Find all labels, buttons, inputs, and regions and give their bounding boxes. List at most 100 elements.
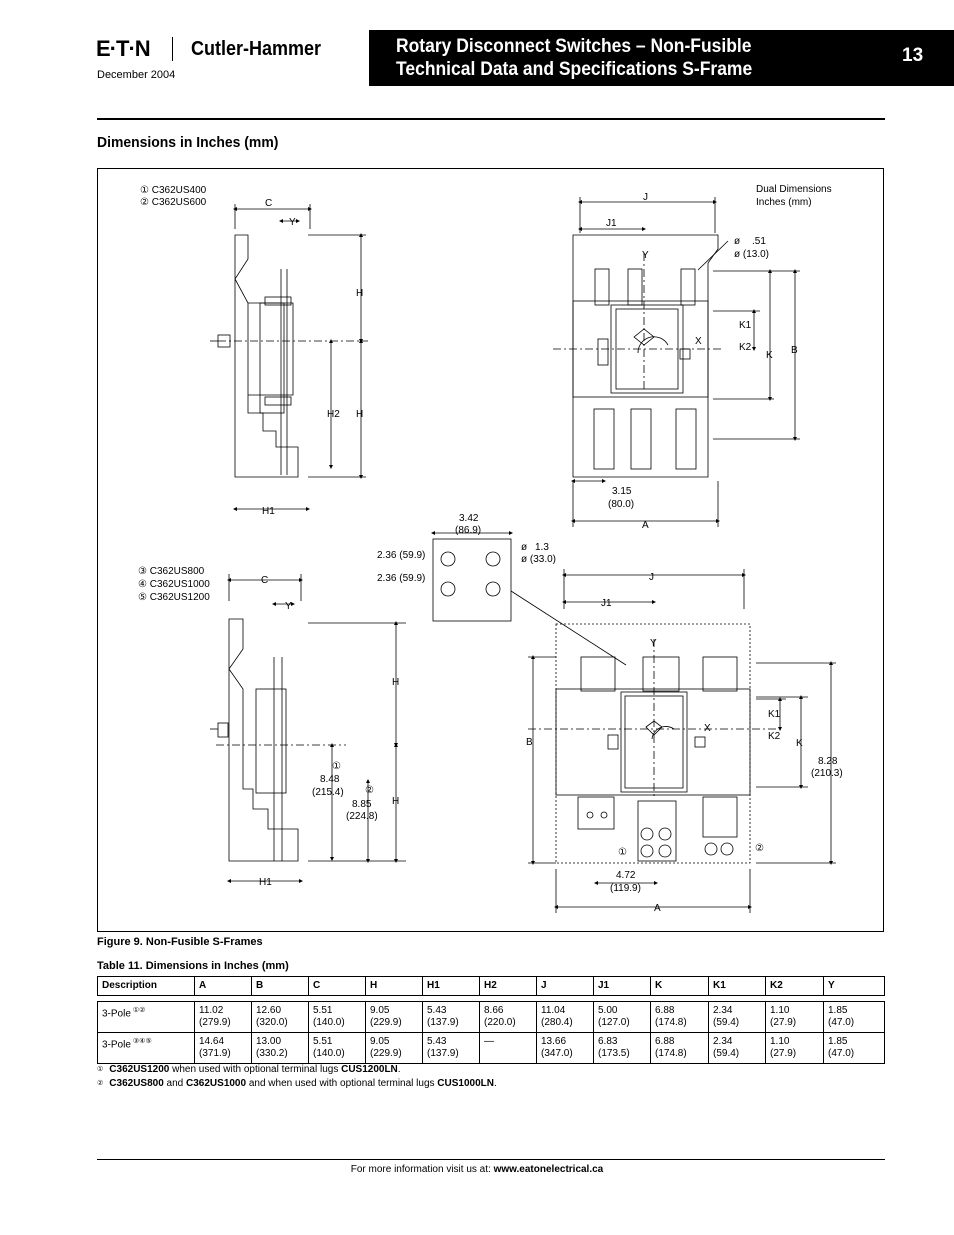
footnote-text: . (494, 1078, 497, 1089)
axis-label-x: X (704, 723, 711, 734)
col-header: K1 (708, 976, 766, 996)
cell-mm-value: (59.4) (713, 1048, 740, 1059)
table-cell: 8.66(220.0) (479, 1001, 537, 1033)
cell-mm-value: (27.9) (770, 1017, 797, 1028)
dim-label-h: H (356, 409, 363, 420)
cell-mm-value: (140.0) (313, 1017, 345, 1028)
dim-342: 3.42 (459, 513, 479, 524)
cell-mm-value: (137.9) (427, 1017, 459, 1028)
col-header: H (365, 976, 423, 996)
table-cell: 14.64(371.9) (194, 1032, 252, 1064)
footer-url: www.eatonelectrical.ca (493, 1164, 604, 1175)
cell-inch-value: 1.10 (770, 1036, 790, 1047)
eaton-logo: E·T·N Cutler-Hammer (96, 36, 335, 62)
cell-mm-value: (229.9) (370, 1048, 402, 1059)
table-header-row: Description A B C H H1 H2 J J1 K K1 K2 Y (97, 976, 885, 996)
dim-label-k: K (796, 738, 803, 749)
page-number: 13 (902, 45, 924, 66)
cell-inch-value: 8.66 (484, 1005, 504, 1016)
dim-label-h1: H1 (262, 506, 275, 517)
table-cell: 6.88(174.8) (650, 1032, 709, 1064)
figure-caption: Figure 9. Non-Fusible S-Frames (97, 936, 263, 948)
cell-inch-value: 5.43 (427, 1005, 447, 1016)
table-cell: 5.51(140.0) (308, 1001, 366, 1033)
dim-label-k2: K2 (768, 731, 781, 742)
dim-label-h1: H1 (259, 877, 272, 888)
dim-label-j: J (649, 572, 654, 583)
cell-inch-value: 12.60 (256, 1005, 282, 1016)
col-header: Y (823, 976, 885, 996)
table-cell: 2.34(59.4) (708, 1001, 766, 1033)
dim-label-j: J (643, 192, 648, 203)
dim-885-mm: (224.8) (346, 811, 378, 822)
cell-inch-value: 6.88 (655, 1005, 675, 1016)
footer: For more information visit us at: www.ea… (0, 1164, 954, 1175)
hole-dia-symbol: ø (521, 542, 527, 553)
dim-label-a: A (642, 520, 649, 531)
cell-inch-value: 9.05 (370, 1036, 390, 1047)
cell-inch-value: 2.34 (713, 1005, 733, 1016)
table-cell: 1.85(47.0) (823, 1001, 885, 1033)
col-header: K (650, 976, 709, 996)
dim-label-k1: K1 (768, 709, 781, 720)
col-header: K2 (765, 976, 824, 996)
hole-dia-symbol: ø (734, 236, 740, 247)
hole-large-mm: ø (33.0) (521, 554, 556, 565)
model-label: ③ C362US800 (138, 566, 205, 577)
footnote-marks: ③④⑤ (132, 1038, 152, 1045)
callout-2: ② (755, 843, 764, 854)
cell-mm-value: (279.9) (199, 1017, 231, 1028)
footnote-part-number: C362US1000 (186, 1078, 247, 1089)
hole-large-label: 1.3 (535, 542, 549, 553)
dim-label-k1: K1 (739, 320, 752, 331)
footer-text: For more information visit us at: (350, 1164, 494, 1175)
eaton-wordmark: E·T·N (96, 36, 151, 61)
table-cell: 1.10(27.9) (765, 1032, 824, 1064)
dim-472: 4.72 (616, 870, 636, 881)
col-header: Description (97, 976, 195, 996)
cell-mm-value: (173.5) (598, 1048, 630, 1059)
footer-rule (97, 1159, 885, 1160)
dim-342-mm: (86.9) (455, 525, 481, 536)
col-header: C (308, 976, 366, 996)
footnote-text: when used with optional terminal lugs (169, 1064, 342, 1075)
cutler-hammer-wordmark: Cutler-Hammer (190, 37, 321, 60)
table-cell: 6.88(174.8) (650, 1001, 709, 1033)
cell-inch-value: 11.04 (541, 1005, 566, 1016)
axis-label-y: Y (642, 250, 649, 261)
front-view-top (572, 234, 719, 478)
cell-inch-value: 13.00 (256, 1036, 282, 1047)
dim-label-h2: H2 (327, 409, 340, 420)
dim-label-c: C (261, 575, 268, 586)
cell-inch-value: 5.00 (598, 1005, 618, 1016)
dim-828-mm: (210.3) (811, 768, 843, 779)
footnote-part-number: CUS1200LN (341, 1064, 398, 1075)
table-cell: 13.00(330.2) (251, 1032, 309, 1064)
table-cell: 1.10(27.9) (765, 1001, 824, 1033)
description-text: 3-Pole (102, 1039, 131, 1051)
dim-label-a: A (654, 903, 661, 914)
callout-1: ① (332, 761, 341, 772)
cell-mm-value: (371.9) (199, 1048, 231, 1059)
cell-mm-value: (140.0) (313, 1048, 345, 1059)
dim-label-b: B (791, 345, 798, 356)
model-label: ① C362US400 (140, 185, 207, 196)
footnote-part-number: C362US1200 (109, 1064, 170, 1075)
col-header: J1 (593, 976, 651, 996)
footnote-mark: ① (97, 1066, 104, 1073)
hole-small-label: .51 (752, 236, 766, 247)
cell-mm-value: (47.0) (828, 1048, 855, 1059)
cell-mm-value: (137.9) (427, 1048, 459, 1059)
col-header: H2 (479, 976, 537, 996)
publication-date: December 2004 (97, 69, 176, 81)
callout-2: ② (365, 785, 374, 796)
header-rule (97, 118, 885, 120)
side-view-bottom (210, 618, 299, 862)
footnote-text: and when used with optional terminal lug… (246, 1078, 438, 1089)
dim-label-y: Y (285, 601, 292, 612)
dim-848-mm: (215.4) (312, 787, 344, 798)
model-label: ② C362US600 (140, 197, 207, 208)
table-notes: ① C362US1200 when used with optional term… (97, 1063, 497, 1091)
